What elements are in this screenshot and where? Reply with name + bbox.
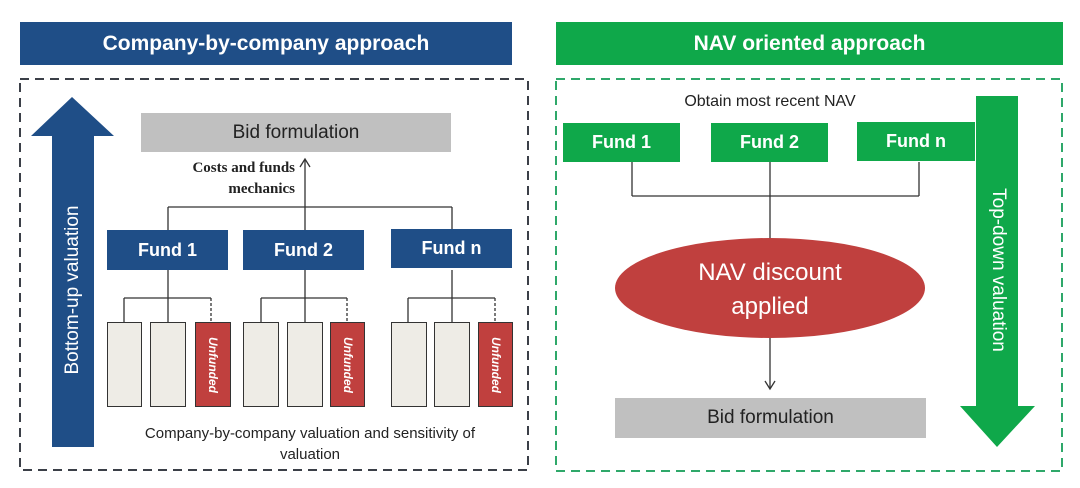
nav-discount-line2: applied (731, 293, 809, 320)
company-box (434, 322, 470, 407)
right-fund-1-label: Fund 1 (592, 132, 651, 152)
nav-discount-label: NAV discount applied (640, 256, 900, 324)
left-fund-n-label: Fund n (421, 238, 482, 258)
right-tree-lines (631, 162, 920, 391)
right-fund-2-label: Fund 2 (740, 132, 799, 152)
top-down-arrow (960, 96, 1035, 447)
left-fund-2-label: Fund 2 (274, 239, 333, 260)
left-caption-line2: valuation (279, 446, 341, 463)
company-box (243, 322, 279, 407)
left-bid-formulation-box: Bid formulation (141, 113, 451, 152)
costs-mechanics-line1: Costs and funds (192, 160, 295, 176)
left-caption-line1: Company-by-company valuation and sensiti… (144, 425, 476, 442)
bottom-up-arrow (31, 97, 114, 447)
left-fund-1-box: Fund 1 (107, 230, 228, 270)
left-bid-formulation-label: Bid formulation (232, 121, 360, 143)
company-box (287, 322, 323, 407)
left-fund-1-label: Fund 1 (138, 239, 197, 260)
unfunded-label: Unfunded (488, 336, 503, 393)
obtain-nav-text: Obtain most recent NAV (684, 93, 856, 110)
unfunded-box: Unfunded (330, 322, 365, 407)
right-bid-formulation-label: Bid formulation (707, 407, 834, 428)
unfunded-label: Unfunded (340, 336, 355, 393)
left-fund-n-box: Fund n (391, 229, 512, 268)
right-fund-n-label: Fund n (886, 131, 946, 151)
unfunded-label: Unfunded (206, 336, 220, 393)
right-panel-title: NAV oriented approach (556, 22, 1063, 65)
left-caption: Company-by-company valuation and sensiti… (100, 423, 520, 465)
nav-discount-line1: NAV discount (698, 259, 842, 286)
company-box (107, 322, 142, 407)
right-fund-1-box: Fund 1 (563, 123, 680, 162)
bottom-up-label-text: Bottom-up valuation (62, 205, 83, 375)
left-tree-lines (123, 157, 496, 322)
right-fund-n-box: Fund n (857, 122, 975, 161)
obtain-nav-label: Obtain most recent NAV (640, 93, 900, 111)
left-fund-2-box: Fund 2 (243, 230, 364, 270)
unfunded-box: Unfunded (195, 322, 231, 407)
costs-mechanics-line2: mechanics (228, 181, 295, 197)
right-fund-2-box: Fund 2 (711, 123, 828, 162)
nav-discount-ellipse (615, 238, 925, 338)
company-box (150, 322, 186, 407)
costs-mechanics-label: Costs and funds mechanics (155, 158, 295, 200)
left-panel-title: Company-by-company approach (20, 22, 512, 65)
company-box (391, 322, 427, 407)
unfunded-box: Unfunded (478, 322, 513, 407)
right-bid-formulation-box: Bid formulation (615, 398, 926, 438)
left-panel-title-text: Company-by-company approach (102, 31, 430, 55)
top-down-label-text: Top-down valuation (988, 188, 1009, 352)
right-panel-title-text: NAV oriented approach (693, 31, 926, 55)
